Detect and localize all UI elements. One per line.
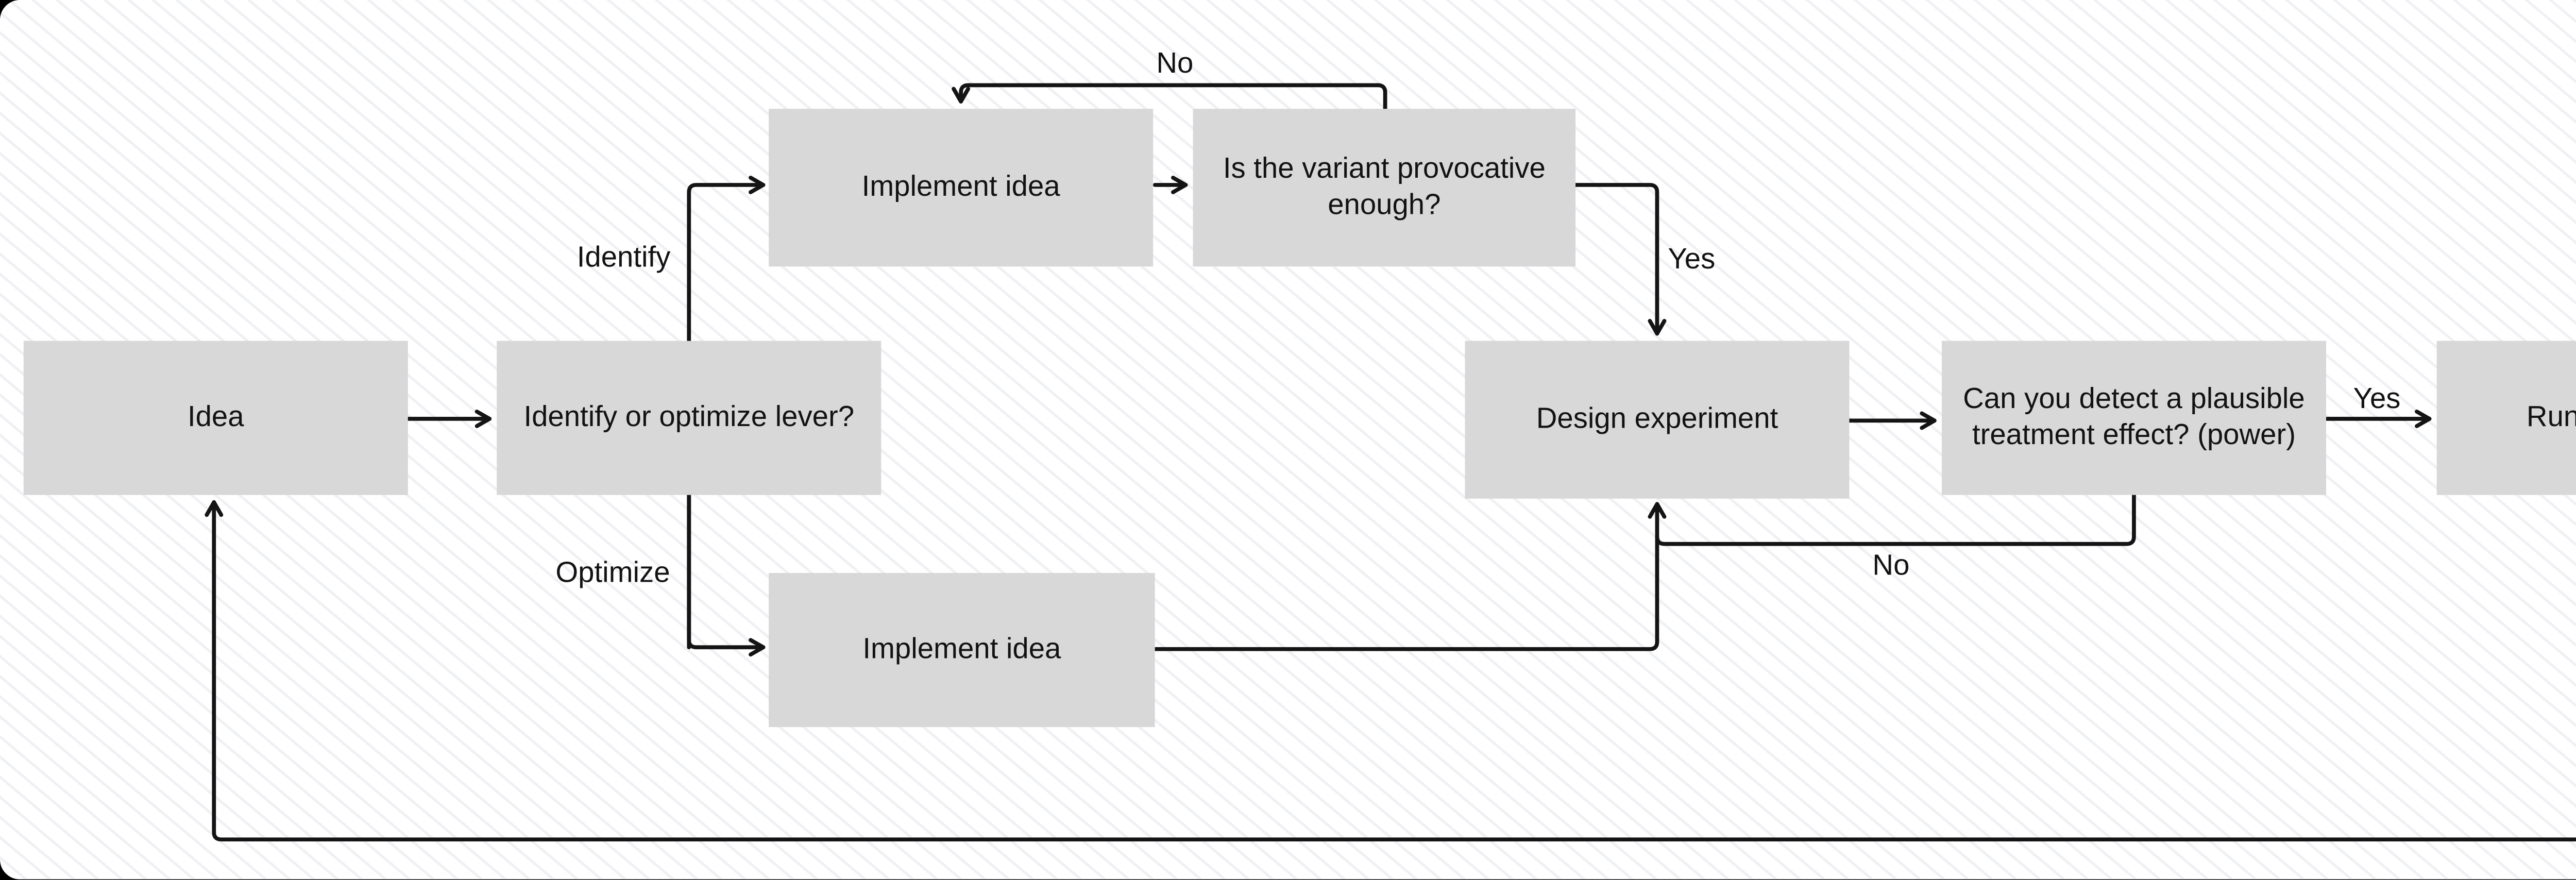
flow-node-label: Implement idea <box>862 633 1061 665</box>
flow-node-label: Identify or optimize lever? <box>523 401 855 433</box>
edge-variant-no-loop <box>952 83 1387 111</box>
edge-label-yes-variant: Yes <box>1668 245 1716 276</box>
flow-node-label: Idea <box>187 401 244 433</box>
flow-node-label: Run experiment <box>2526 401 2576 433</box>
edge-label-optimize: Optimize <box>555 558 670 589</box>
flow-node-idea: Idea <box>23 341 408 495</box>
edge-label-no-return: No <box>1872 551 1910 582</box>
flow-node-power: Can you detect a plausible treatment eff… <box>1941 341 2327 495</box>
flow-node-label: Can you detect a plausible treatment eff… <box>1963 383 2305 451</box>
flow-node-implement-top: Implement idea <box>769 109 1154 267</box>
edge-power-no-to-design <box>1655 493 2136 546</box>
flow-node-variant: Is the variant provocative enough? <box>1193 109 1576 267</box>
edge-label-yes-power: Yes <box>2353 384 2401 415</box>
flow-node-lever: Identify or optimize lever? <box>497 341 882 495</box>
edge-variant-yes-to-design <box>1573 183 1667 336</box>
edge-run-to-idea <box>205 500 2576 842</box>
flow-node-label: Implement idea <box>861 171 1060 202</box>
edge-label-identify: Identify <box>577 243 671 274</box>
flow-node-label: Design experiment <box>1536 403 1778 434</box>
edge-lever-to-implement-bottom <box>687 451 766 657</box>
flow-node-label: Is the variant provocative enough? <box>1223 153 1546 221</box>
edge-label-no-top: No <box>1156 49 1194 80</box>
flow-node-implement-bottom: Implement idea <box>769 573 1155 727</box>
flow-node-run: Run experiment <box>2436 341 2576 495</box>
edge-implement-bottom-to-design <box>1153 502 1667 651</box>
edge-lever-to-implement-top <box>687 175 766 650</box>
flow-node-design: Design experiment <box>1465 341 1850 499</box>
